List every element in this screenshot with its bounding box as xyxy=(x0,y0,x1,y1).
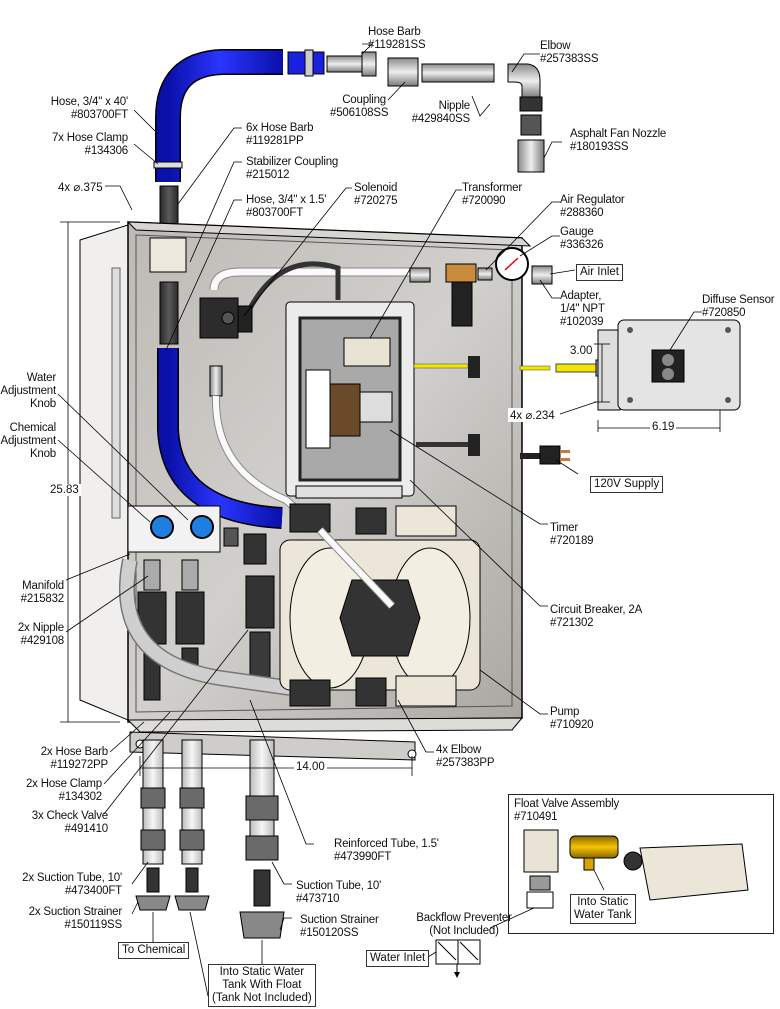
float-valve-inset xyxy=(508,794,774,934)
air-regulator xyxy=(409,247,553,327)
label-water-inlet: Water Inlet xyxy=(366,950,430,967)
manifold xyxy=(127,505,267,565)
callout-adapter: Adapter,1/4" NPT#102039 xyxy=(560,290,605,328)
callout-pump: Pump#710920 xyxy=(550,706,594,731)
callout-hose-clamp-2x: 2x Hose Clamp#134302 xyxy=(25,778,102,803)
callout-transformer: Transformer#720090 xyxy=(462,182,522,207)
callout-suction-tube-2x: 2x Suction Tube, 10'#473400FT xyxy=(22,872,122,897)
callout-stabilizer-coupling: Stabilizer Coupling#215012 xyxy=(246,156,339,181)
callout-solenoid: Solenoid#720275 xyxy=(354,182,398,207)
suction-tubes xyxy=(135,739,285,939)
pump xyxy=(279,503,481,707)
callout-elbow-4x: 4x Elbow#257383PP xyxy=(436,744,495,769)
dim-sensor-width: 6.19 xyxy=(650,421,677,433)
diffuse-sensor xyxy=(597,319,741,411)
main-hose xyxy=(155,49,325,182)
label-air-inlet: Air Inlet xyxy=(576,264,623,281)
callout-circuit-breaker: Circuit Breaker, 2A#721302 xyxy=(550,604,643,629)
dim-sensor-holes: 4x ⌀.234 xyxy=(508,408,557,422)
callout-float-valve: Float Valve Assembly#710491 xyxy=(514,798,620,823)
inner-hose xyxy=(157,281,283,529)
callout-manifold: Manifold#215832 xyxy=(20,580,65,605)
callout-fan-nozzle: Asphalt Fan Nozzle#180193SS xyxy=(570,128,667,153)
callout-coupling: Coupling#506108SS xyxy=(330,94,389,119)
callout-hose-barb-2x: 2x Hose Barb#119272PP xyxy=(40,746,108,771)
callout-backflow-preventer: Backflow Preventer(Not Included) xyxy=(416,912,512,937)
callout-suction-tube: Suction Tube, 10'#473710 xyxy=(296,880,382,905)
callout-hose-barb-ss: Hose Barb#119281SS xyxy=(368,26,426,51)
dim-sensor-height: 3.00 xyxy=(568,345,595,357)
callout-suction-strainer: Suction Strainer#150120SS xyxy=(300,914,379,939)
label-120v-supply: 120V Supply xyxy=(590,476,664,493)
dim-mount-holes: 4x ⌀.375 xyxy=(56,180,105,194)
hose-barb xyxy=(159,185,179,225)
callout-gauge: Gauge#336326 xyxy=(560,226,604,251)
solenoid xyxy=(199,297,323,533)
control-box xyxy=(285,301,415,499)
float-valve-drawing xyxy=(523,829,749,909)
callout-diffuse-sensor: Diffuse Sensor#720850 xyxy=(702,294,775,319)
nozzle-fittings xyxy=(326,51,545,173)
dim-height: 25.83 xyxy=(48,484,81,496)
leader-lines xyxy=(57,43,721,997)
callout-nipple-ss: Nipple#429840SS xyxy=(411,100,471,125)
callout-elbow-ss: Elbow#257383SS xyxy=(540,40,599,65)
callout-suction-strainer-2x: 2x Suction Strainer#150119SS xyxy=(28,906,123,931)
callout-hose-1-5ft: Hose, 3/4" x 1.5'#803700FT xyxy=(246,194,327,219)
label-to-chemical: To Chemical xyxy=(118,942,190,959)
callout-reinforced-tube: Reinforced Tube, 1.5'#473990FT xyxy=(334,838,439,863)
callout-hose-40ft: Hose, 3/4" x 40'#803700FT xyxy=(50,96,128,121)
callout-check-valve: 3x Check Valve#491410 xyxy=(31,810,108,835)
callout-nipple-2x: 2x Nipple#429108 xyxy=(17,622,64,647)
hose-clamp xyxy=(153,161,183,169)
backflow-preventer xyxy=(435,939,481,978)
callout-timer: Timer#720189 xyxy=(550,522,594,547)
callout-hose-clamp-7x: 7x Hose Clamp#134306 xyxy=(51,132,128,157)
callout-air-regulator: Air Regulator#288360 xyxy=(560,194,625,219)
callout-hose-barb-pp: 6x Hose Barb#119281PP xyxy=(246,122,314,147)
dim-width: 14.00 xyxy=(294,761,327,773)
